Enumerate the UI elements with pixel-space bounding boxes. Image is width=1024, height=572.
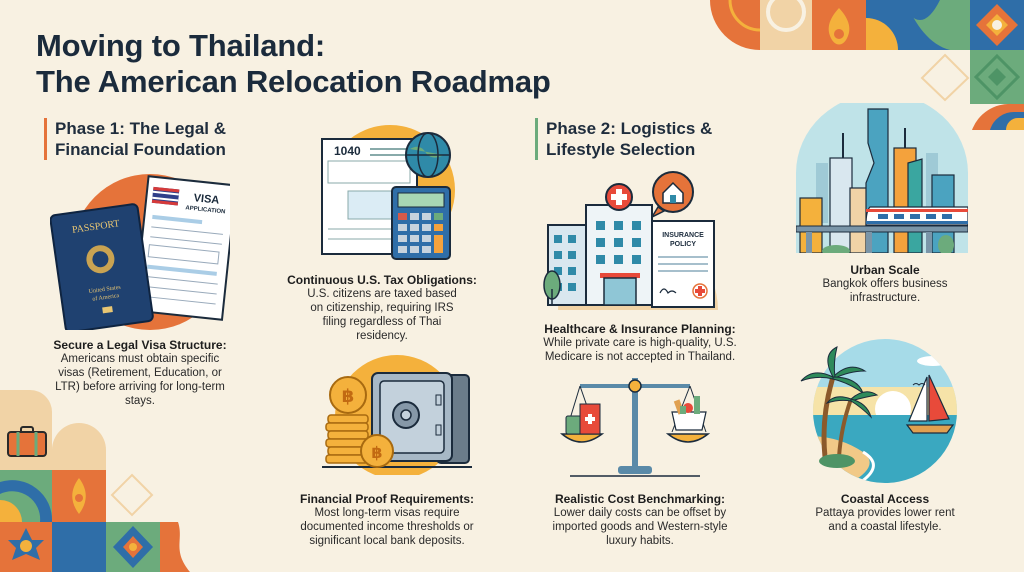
- suitcase-icon: [7, 426, 47, 463]
- card-coastal-access: Coastal Access Pattaya provides lower re…: [800, 492, 970, 534]
- card-body: Pattaya provides lower rent and a coasta…: [815, 507, 955, 533]
- card-urban-scale: Urban Scale Bangkok offers business infr…: [800, 263, 970, 305]
- card-heading: Urban Scale: [850, 263, 920, 277]
- svg-text:฿: ฿: [342, 386, 355, 407]
- title-line-2: The American Relocation Roadmap: [36, 64, 551, 99]
- decorative-pattern-top-right: [700, 0, 1024, 130]
- card-heading: Continuous U.S. Tax Obligations:: [287, 273, 477, 287]
- svg-text:APPLICATION: APPLICATION: [185, 205, 226, 215]
- svg-text:VISA: VISA: [193, 192, 220, 207]
- svg-text:of America: of America: [92, 292, 120, 303]
- card-tax-obligations: Continuous U.S. Tax Obligations: U.S. ci…: [282, 273, 482, 343]
- hospital-insurance-icon: INSURANCE POLICY: [540, 165, 720, 310]
- card-visa-structure: Secure a Legal Visa Structure: Americans…: [30, 338, 250, 408]
- card-heading: Coastal Access: [840, 492, 930, 506]
- phase-2-heading: Phase 2: Logistics & Lifestyle Selection: [535, 118, 712, 160]
- card-heading: Secure a Legal Visa Structure:: [53, 338, 227, 352]
- card-heading: Realistic Cost Benchmarking:: [554, 492, 726, 506]
- svg-text:1040: 1040: [334, 144, 361, 158]
- decorative-pattern-bottom-left: [0, 390, 200, 572]
- phase-1-line-1: Phase 1: The Legal &: [55, 119, 226, 138]
- card-financial-proof: Financial Proof Requirements: Most long-…: [282, 492, 492, 548]
- card-body: Bangkok offers business infrastructure.: [822, 278, 948, 304]
- card-body: U.S. citizens are taxed based on citizen…: [307, 288, 457, 342]
- card-body: Americans must obtain specific visas (Re…: [55, 353, 225, 407]
- safe-coins-icon: ฿ ฿: [302, 355, 482, 479]
- card-body: While private care is high-quality, U.S.…: [543, 337, 737, 363]
- balance-scale-icon: [559, 372, 711, 482]
- passport-visa-icon: VISA APPLICATION PASSPORT United States …: [49, 170, 238, 334]
- card-heading: Healthcare & Insurance Planning:: [544, 322, 736, 336]
- phase-1-heading: Phase 1: The Legal & Financial Foundatio…: [44, 118, 226, 160]
- svg-text:INSURANCE: INSURANCE: [662, 232, 704, 239]
- beach-icon: [793, 337, 965, 487]
- card-body: Lower daily costs can be offset by impor…: [552, 507, 728, 547]
- phase-2-line-2: Lifestyle Selection: [546, 140, 696, 159]
- svg-text:United States: United States: [88, 285, 121, 296]
- card-healthcare: Healthcare & Insurance Planning: While p…: [530, 322, 750, 364]
- phase-2-line-1: Phase 2: Logistics &: [546, 119, 713, 138]
- card-cost-benchmarking: Realistic Cost Benchmarking: Lower daily…: [540, 492, 740, 548]
- card-heading: Financial Proof Requirements:: [299, 492, 475, 506]
- svg-text:฿: ฿: [371, 443, 382, 462]
- title-line-1: Moving to Thailand:: [36, 28, 325, 63]
- tax-form-calculator-icon: 1040: [310, 125, 460, 265]
- card-body: Most long-term visas require documented …: [300, 507, 474, 547]
- phase-1-line-2: Financial Foundation: [55, 140, 226, 159]
- page-title: Moving to Thailand: The American Relocat…: [36, 28, 551, 100]
- svg-text:POLICY: POLICY: [670, 241, 696, 248]
- city-skyline-icon: [795, 103, 969, 257]
